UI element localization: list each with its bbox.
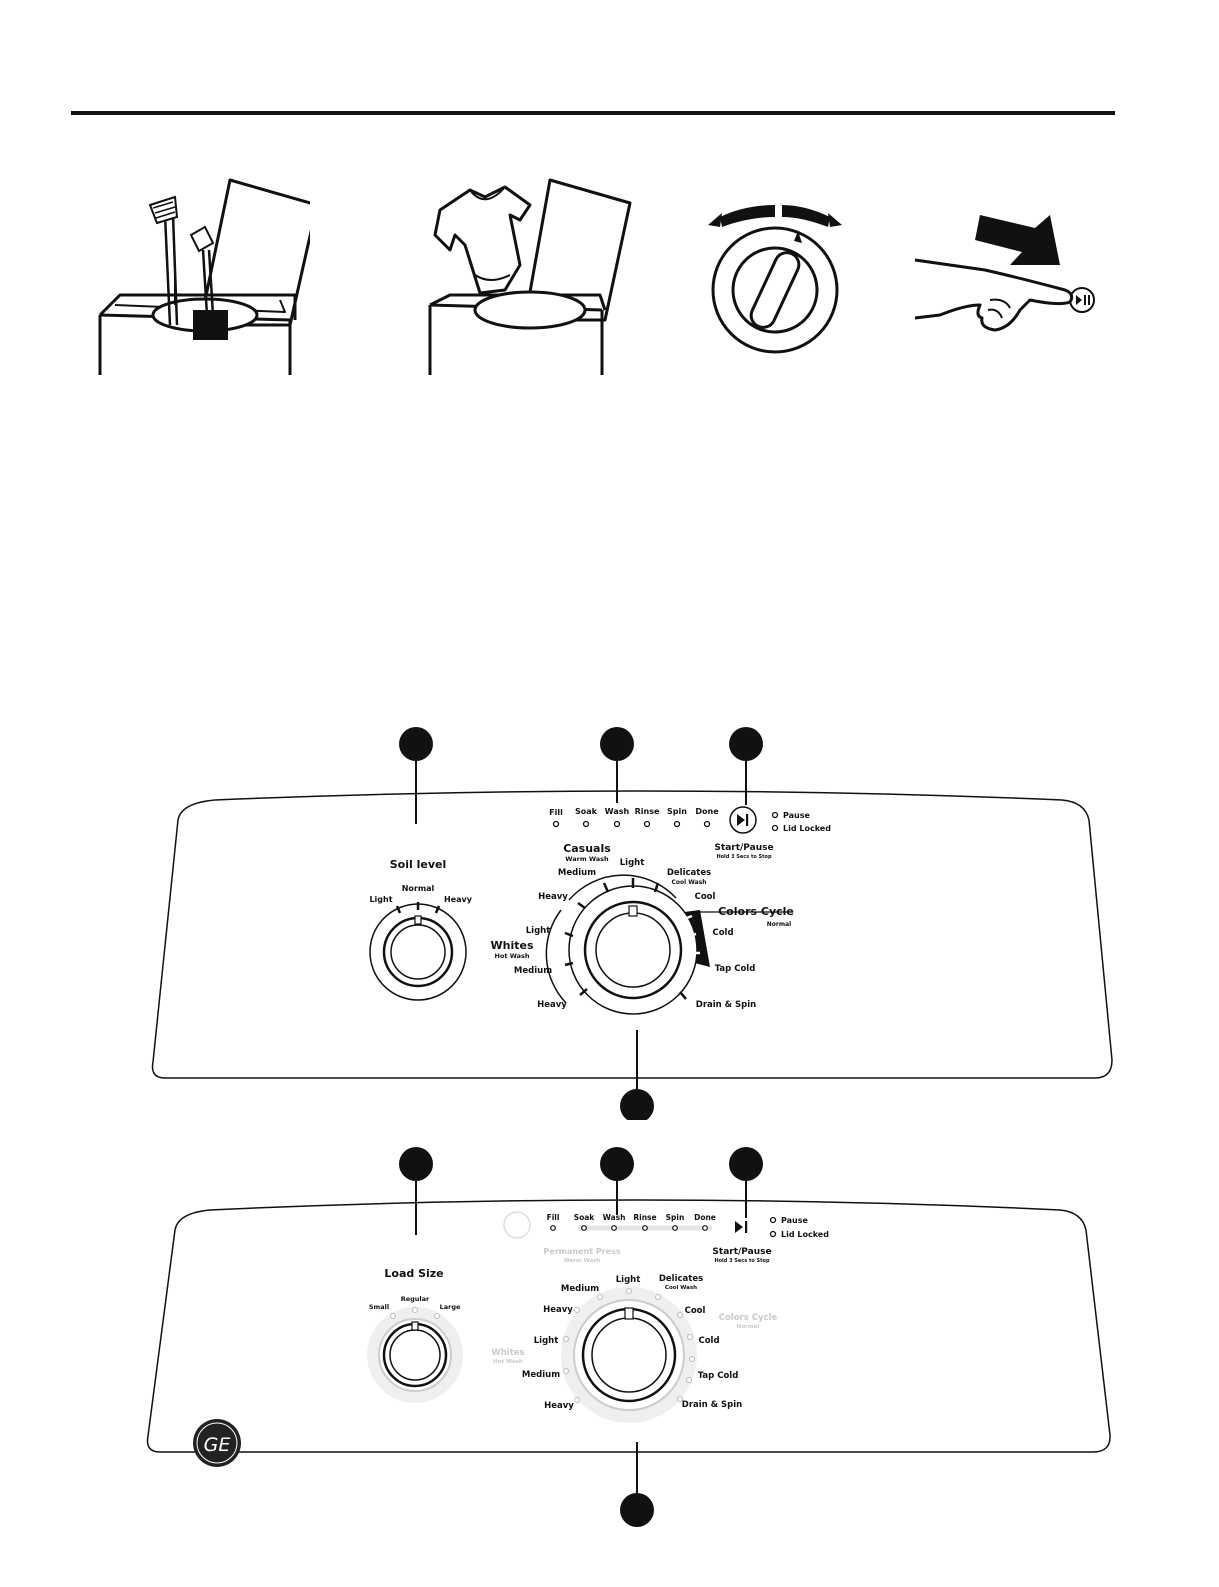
casuals-light-label: Light: [620, 858, 645, 868]
pause-indicator: [771, 811, 779, 819]
small-label: Small: [369, 1303, 389, 1311]
status-fill: Fill: [549, 808, 563, 817]
medium-label: Medium: [561, 1284, 599, 1294]
start-pause-label: Start/Pause: [712, 1247, 771, 1257]
washer-dispenser-illustration: [98, 178, 310, 375]
cool-label: Cool: [695, 892, 716, 902]
whites-light-label: Light: [526, 926, 551, 936]
drain-spin-label: Drain & Spin: [696, 1000, 756, 1010]
cool-label: Cool: [685, 1306, 706, 1316]
casuals-label: Casuals: [563, 842, 611, 855]
status-soak: Soak: [575, 807, 598, 816]
delicates-label: Delicates: [659, 1274, 703, 1284]
cold-label: Cold: [698, 1336, 719, 1346]
lid-locked-label: Lid Locked: [781, 1230, 829, 1239]
whites-label: Whites: [491, 1348, 524, 1358]
heavy-label: Heavy: [543, 1305, 573, 1315]
soil-level-title: Soil level: [390, 858, 446, 871]
whites-heavy-label: Heavy: [537, 1000, 567, 1010]
callout-1: [399, 727, 433, 761]
status-indicators: [552, 820, 711, 828]
cycle-labels: Casuals Warm Wash Medium Light Heavy Del…: [490, 842, 793, 1010]
status-indicators: [550, 1225, 708, 1231]
status-rinse: Rinse: [635, 807, 660, 816]
load-size-knob[interactable]: [367, 1307, 463, 1403]
whites-heavy-label: Heavy: [544, 1401, 574, 1411]
start-pause-button[interactable]: [735, 1221, 748, 1233]
callout-1: [399, 1147, 433, 1181]
whites-light-label: Light: [534, 1336, 559, 1346]
whites-medium-label: Medium: [514, 966, 552, 976]
casuals-sublabel: Warm Wash: [565, 855, 609, 863]
whites-medium-label: Medium: [522, 1370, 560, 1380]
header-rule: [71, 111, 1115, 115]
whites-sublabel: Hot Wash: [494, 952, 529, 960]
delicates-sublabel: Cool Wash: [665, 1285, 697, 1291]
load-size-title: Load Size: [384, 1267, 443, 1280]
cycle-dial-illustration: [708, 205, 842, 354]
status-wash: Wash: [603, 1213, 626, 1222]
callout-3: [729, 1147, 763, 1181]
status-done: Done: [695, 807, 719, 816]
lid-locked-indicator: [769, 1230, 777, 1238]
callout-2: [600, 1147, 634, 1181]
tap-cold-label: Tap Cold: [698, 1371, 739, 1381]
callout-3: [729, 727, 763, 761]
pause-label: Pause: [781, 1216, 809, 1225]
cycle-selector-knob[interactable]: [545, 874, 710, 1015]
status-fill: Fill: [547, 1213, 560, 1222]
delicates-label: Delicates: [667, 868, 711, 878]
cycle-status-labels: Fill Soak Wash Rinse Spin Done: [547, 1213, 716, 1222]
colors-cycle-sublabel: Normal: [737, 1324, 760, 1330]
drain-spin-label: Drain & Spin: [682, 1400, 742, 1410]
start-pause-sublabel: Hold 3 Secs to Stop: [716, 854, 772, 860]
cold-label: Cold: [712, 928, 733, 938]
control-panel-1: Fill Soak Wash Rinse Spin Done Pause Lid…: [151, 727, 1113, 1120]
soil-light-label: Light: [369, 895, 392, 904]
cycle-labels: Medium Light Heavy Delicates Cool Wash C…: [522, 1274, 742, 1411]
ge-logo: GE: [193, 1419, 241, 1467]
hand-press-start-illustration: [914, 215, 1095, 332]
permanent-press-label: Permanent Press: [543, 1247, 620, 1256]
lid-locked-indicator: [771, 824, 779, 832]
callout-4: [620, 1089, 654, 1120]
tap-cold-label: Tap Cold: [715, 964, 756, 974]
start-pause-label: Start/Pause: [714, 843, 773, 853]
colors-cycle-label: Colors Cycle: [718, 905, 794, 918]
pause-indicator: [769, 1216, 777, 1224]
washer-loading-illustration: [428, 178, 632, 375]
delicates-sublabel: Cool Wash: [671, 879, 706, 886]
cycle-selector-knob[interactable]: [561, 1287, 697, 1423]
permanent-press-sublabel: Warm Wash: [564, 1258, 601, 1264]
status-spin: Spin: [667, 807, 687, 816]
start-pause-button[interactable]: [729, 806, 757, 834]
whites-sublabel: Hot Wash: [493, 1359, 523, 1365]
cycle-status-labels: Fill Soak Wash Rinse Spin Done: [549, 807, 719, 817]
light-label: Light: [616, 1275, 641, 1285]
status-done: Done: [694, 1213, 716, 1222]
colors-cycle-sublabel: Normal: [767, 921, 791, 928]
large-label: Large: [440, 1303, 461, 1311]
control-panel-2: Permanent Press Warm Wash Fill Soak Wash…: [146, 1147, 1111, 1527]
status-wash: Wash: [605, 807, 630, 816]
status-rinse: Rinse: [633, 1213, 656, 1222]
status-soak: Soak: [574, 1213, 596, 1222]
regular-label: Regular: [401, 1295, 430, 1303]
casuals-medium-label: Medium: [558, 868, 596, 878]
permanent-press-ghost: [503, 1211, 531, 1239]
ge-logo-text: GE: [204, 1434, 231, 1456]
soil-heavy-label: Heavy: [444, 895, 473, 904]
start-pause-sublabel: Hold 3 Secs to Stop: [714, 1258, 770, 1264]
whites-label: Whites: [490, 939, 533, 952]
colors-cycle-label: Colors Cycle: [719, 1313, 778, 1323]
status-spin: Spin: [666, 1213, 685, 1222]
callout-2: [600, 727, 634, 761]
pause-label: Pause: [783, 811, 811, 820]
callout-4: [620, 1493, 654, 1527]
casuals-heavy-label: Heavy: [538, 892, 568, 902]
soil-normal-label: Normal: [402, 884, 435, 893]
soil-level-knob[interactable]: [369, 902, 467, 1001]
lid-locked-label: Lid Locked: [783, 824, 831, 833]
